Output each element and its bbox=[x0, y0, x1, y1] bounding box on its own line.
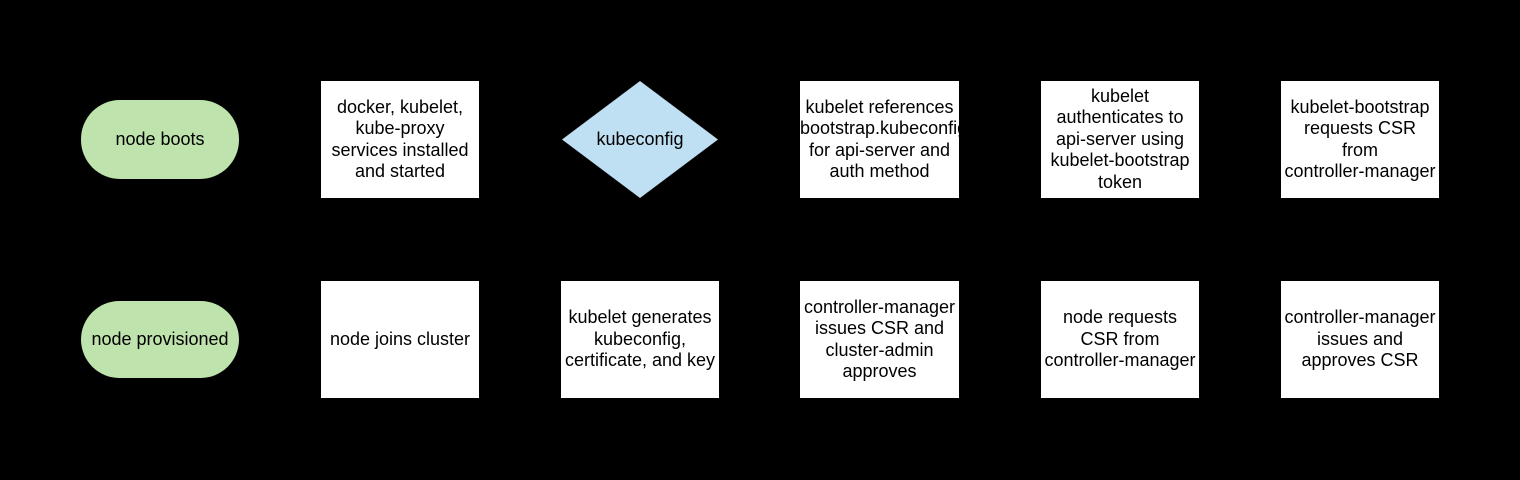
terminal-node-boots: node boots bbox=[81, 100, 239, 179]
process-controller-manager-issues-approves-csr: controller-manager issues and approves C… bbox=[1281, 281, 1439, 398]
process-node-joins-cluster: node joins cluster bbox=[321, 281, 479, 398]
node-label: docker, kubelet, kube-proxy services ins… bbox=[331, 96, 469, 182]
node-label: node boots bbox=[115, 128, 205, 149]
process-controller-manager-issues-csr-cluster-admin-approves: controller-manager issues CSR and cluste… bbox=[800, 281, 959, 398]
process-kubelet-authenticates-to-api-server: kubelet authenticates to api-server usin… bbox=[1041, 81, 1199, 198]
process-node-requests-csr: node requests CSR from controller-manage… bbox=[1041, 281, 1199, 398]
node-label: kubelet-bootstrap requests CSR from cont… bbox=[1284, 96, 1436, 182]
node-label: kubelet generates kubeconfig, certificat… bbox=[564, 307, 716, 371]
node-label: controller-manager issues and approves C… bbox=[1284, 307, 1436, 371]
process-kubelet-references-bootstrap-kubeconfig: kubelet references bootstrap.kubeconfig … bbox=[800, 81, 968, 198]
node-label: kubelet authenticates to api-server usin… bbox=[1050, 85, 1190, 192]
process-services-installed-started: docker, kubelet, kube-proxy services ins… bbox=[321, 81, 479, 198]
decision-kubeconfig: kubeconfig bbox=[562, 81, 718, 198]
node-label: node provisioned bbox=[91, 328, 229, 349]
node-label: node requests CSR from controller-manage… bbox=[1044, 307, 1196, 371]
node-label: node joins cluster bbox=[329, 328, 471, 349]
node-label: controller-manager issues CSR and cluste… bbox=[803, 296, 956, 382]
node-label: kubeconfig bbox=[596, 128, 684, 149]
terminal-node-provisioned: node provisioned bbox=[81, 301, 239, 378]
process-kubelet-bootstrap-requests-csr: kubelet-bootstrap requests CSR from cont… bbox=[1281, 81, 1439, 198]
process-kubelet-generates-kubeconfig-certificate-key: kubelet generates kubeconfig, certificat… bbox=[561, 281, 719, 398]
node-label: kubelet references bootstrap.kubeconfig … bbox=[800, 96, 968, 182]
